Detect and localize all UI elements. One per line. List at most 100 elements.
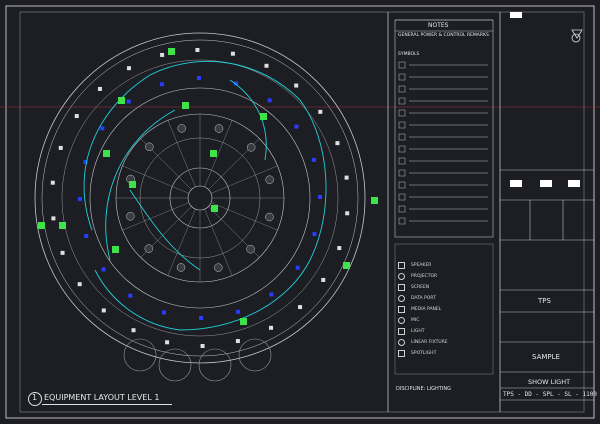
device-marker: [97, 86, 102, 91]
device-marker: [318, 109, 323, 114]
entrance-lobes: [123, 338, 272, 382]
legend-symbol-icon: [398, 295, 405, 302]
note-bullet: [398, 73, 406, 81]
legend-row: LIGHT: [398, 326, 488, 337]
device-marker: [145, 142, 154, 152]
note-bullet: [398, 157, 406, 165]
green-fixtures: [38, 48, 378, 325]
legend-row: SCREEN: [398, 282, 488, 293]
legend-label: MEDIA PANEL: [411, 307, 442, 312]
device-marker: [269, 325, 274, 330]
device-marker: [101, 267, 106, 272]
device-marker: [177, 124, 186, 133]
device-marker: [246, 244, 255, 254]
legend-label: LIGHT: [411, 329, 425, 334]
device-marker: [74, 114, 79, 119]
note-items: [398, 61, 488, 225]
note-bullet: [398, 181, 406, 189]
device-marker: [159, 82, 164, 87]
device-marker: [311, 157, 316, 162]
device-marker: [100, 126, 105, 131]
discipline-label: DISCIPLINE: LIGHTING: [396, 386, 451, 392]
legend-label: LINEAR FIXTURE: [411, 340, 448, 345]
device-marker: [321, 277, 326, 282]
legend-label: SCREEN: [411, 285, 430, 290]
sheet-border: [5, 5, 595, 419]
device-marker: [269, 292, 274, 297]
device-marker: [265, 175, 274, 184]
legend-symbol-icon: [398, 306, 405, 313]
device-marker: [126, 99, 131, 104]
note-bullet: [398, 205, 406, 213]
view-title-label: EQUIPMENT LAYOUT LEVEL 1: [44, 393, 160, 402]
sheet-title: SHOW LIGHT: [528, 378, 571, 386]
note-bullet: [398, 133, 406, 141]
note-bullet: [398, 85, 406, 93]
device-marker: [267, 98, 272, 103]
inner-border: [19, 11, 585, 413]
note-bullet: [398, 97, 406, 105]
device-marker: [312, 232, 317, 237]
device-marker: [294, 124, 299, 129]
sheet-number: TPS - DD - SPL - SL - 1100: [503, 391, 597, 398]
view-number-bubble: 1: [28, 392, 42, 406]
device-marker: [214, 124, 224, 133]
device-marker: [131, 328, 136, 333]
title-block-bars: [510, 12, 580, 187]
legend-symbol-icon: [398, 339, 405, 346]
legend-row: PROJECTOR: [398, 271, 488, 282]
device-marker: [58, 145, 63, 150]
legend-symbol-icon: [398, 284, 405, 291]
device-marker: [101, 308, 106, 313]
plan-devices: [50, 48, 350, 348]
device-marker: [195, 48, 200, 53]
firm-logo: [571, 29, 583, 43]
device-marker: [161, 310, 166, 315]
device-marker: [235, 339, 240, 344]
device-marker: [295, 265, 300, 270]
legend-row: SPOTLIGHT: [398, 348, 488, 359]
device-marker: [126, 212, 135, 221]
device-marker: [246, 143, 256, 152]
device-marker: [176, 263, 186, 272]
device-marker: [128, 293, 133, 298]
legend-symbol-icon: [398, 317, 405, 324]
note-bullet: [398, 109, 406, 117]
symbols-heading: SYMBOLS: [398, 52, 420, 57]
device-marker: [200, 343, 205, 348]
notes-title: NOTES: [428, 22, 449, 29]
device-marker: [196, 76, 201, 81]
drawing-name: SAMPLE: [532, 353, 560, 361]
legend-label: MIC: [411, 318, 420, 323]
device-marker: [84, 234, 89, 239]
legend-label: PROJECTOR: [411, 274, 438, 279]
device-marker: [236, 309, 241, 314]
device-marker: [298, 305, 303, 310]
legend-row: DATA PORT: [398, 293, 488, 304]
device-marker: [317, 194, 322, 199]
device-marker: [344, 175, 349, 180]
device-marker: [160, 52, 165, 57]
project-name: TPS: [538, 297, 551, 305]
device-marker: [144, 244, 154, 253]
device-marker: [234, 81, 239, 86]
legend-row: MIC: [398, 315, 488, 326]
device-marker: [126, 66, 131, 71]
device-marker: [294, 83, 299, 88]
legend-symbol-icon: [398, 350, 405, 357]
device-marker: [165, 340, 170, 345]
legend-label: SPOTLIGHT: [411, 351, 437, 356]
device-marker: [83, 159, 88, 164]
note-bullet: [398, 61, 406, 69]
legend-label: DATA PORT: [411, 296, 436, 301]
device-marker: [78, 197, 83, 202]
device-marker: [50, 180, 55, 185]
device-marker: [77, 282, 82, 287]
device-marker: [264, 63, 269, 68]
device-marker: [337, 246, 342, 251]
device-marker: [199, 315, 204, 320]
legend-row: LINEAR FIXTURE: [398, 337, 488, 348]
note-bullet: [398, 169, 406, 177]
